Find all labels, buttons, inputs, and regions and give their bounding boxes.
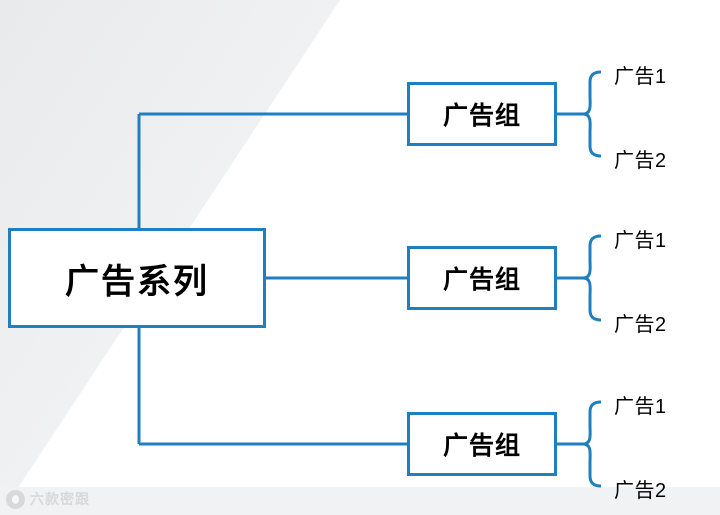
node-ad-group-1-label: 广告组 <box>442 102 521 130</box>
watermark-label: 六款密跟 <box>30 491 90 507</box>
node-ad-group-2[interactable]: 广告组 <box>407 246 557 310</box>
node-root-label: 广告系列 <box>65 262 209 301</box>
leaf-ad-1-2[interactable]: 广告2 <box>614 150 667 172</box>
leaf-ad-2-1[interactable]: 广告1 <box>614 230 667 252</box>
node-ad-group-1[interactable]: 广告组 <box>407 82 557 146</box>
node-ad-group-3-label: 广告组 <box>442 432 521 460</box>
node-ad-group-3[interactable]: 广告组 <box>407 412 557 476</box>
leaf-ad-3-1[interactable]: 广告1 <box>614 396 667 418</box>
watermark-logo-icon <box>6 489 25 509</box>
node-root-campaign[interactable]: 广告系列 <box>8 228 266 328</box>
leaf-ad-2-2[interactable]: 广告2 <box>614 314 667 336</box>
watermark: 六款密跟 <box>6 489 90 509</box>
leaf-ad-1-1[interactable]: 广告1 <box>614 66 667 88</box>
leaf-ad-3-2[interactable]: 广告2 <box>614 480 667 502</box>
node-ad-group-2-label: 广告组 <box>442 266 521 294</box>
